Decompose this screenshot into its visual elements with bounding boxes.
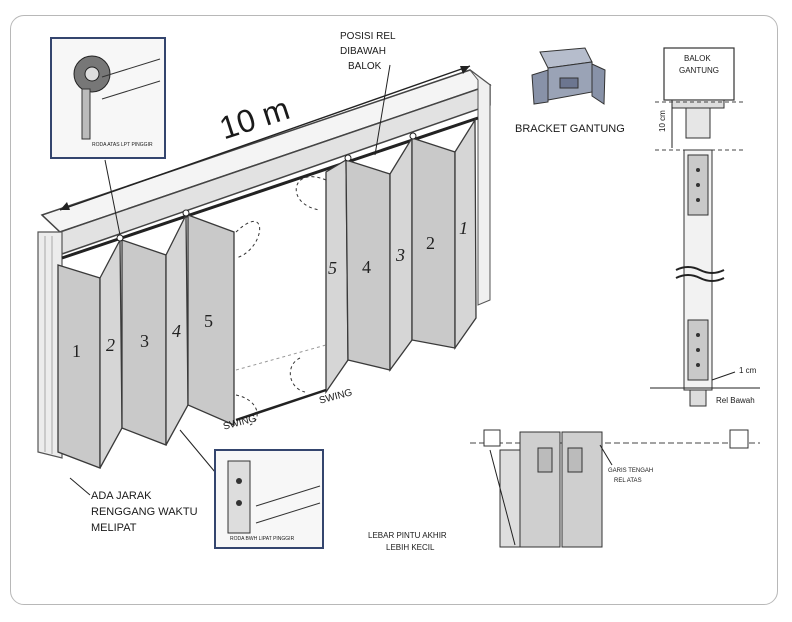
left-panel-stack (57, 209, 235, 469)
panel-right-5: 5 (328, 258, 337, 278)
panel-left-5: 5 (204, 311, 213, 331)
bracket-drawing (531, 47, 606, 105)
last-door-note-line-2: LEBIH KECIL (386, 543, 435, 552)
center-line-note-2: REL ATAS (614, 478, 642, 484)
panel-left-1: 1 (72, 341, 81, 361)
last-door-note-line-1: LEBAR PINTU AKHIR (368, 531, 447, 540)
panel-right-2: 2 (426, 233, 435, 253)
top-roller-drawing (73, 55, 161, 140)
swing-arc-right (295, 176, 327, 211)
panel-right-1: 1 (459, 218, 468, 238)
floor-line (235, 388, 327, 422)
right-panel-stack (325, 117, 477, 395)
one-cm-label: 1 cm (739, 366, 757, 375)
swing-arc-left (235, 220, 261, 259)
gap-note-line-2: RENGGANG WAKTU (91, 506, 198, 518)
balok-line-2: GANTUNG (679, 66, 719, 75)
ceiling-beam (40, 69, 492, 306)
dimension-arrow (59, 65, 471, 211)
gap-note-line-3: MELIPAT (91, 522, 137, 534)
bottom-roller-inset: RODA BWH LIPAT PINGGIR (214, 449, 324, 549)
center-line-note-1: GARIS TENGAH (608, 468, 654, 474)
panel-left-3: 3 (140, 331, 149, 351)
ten-cm-label: 10 cm (658, 110, 667, 132)
rail-position-line-2: DIBAWAH (340, 46, 386, 57)
panel-left-4: 4 (172, 321, 181, 341)
rel-bawah-label: Rel Bawah (716, 396, 755, 405)
gap-note-line-1: ADA JARAK (91, 490, 152, 502)
top-rail (61, 116, 479, 260)
balok-line-1: BALOK (684, 54, 711, 63)
plan-drawing (470, 429, 760, 548)
top-roller-label: RODA ATAS LPT PINGGIR (92, 142, 153, 148)
panel-right-4: 4 (362, 257, 371, 277)
panel-right-3: 3 (396, 245, 405, 265)
panel-left-2: 2 (106, 335, 115, 355)
left-wall (37, 231, 63, 459)
rail-position-line-3: BALOK (348, 61, 382, 72)
bracket-label: BRACKET GANTUNG (515, 123, 625, 135)
section-drawing (650, 47, 760, 407)
top-roller-inset: RODA ATAS LPT PINGGIR (50, 37, 166, 159)
bottom-roller-label: RODA BWH LIPAT PINGGIR (230, 536, 295, 542)
rail-position-line-1: POSISI REL (340, 31, 396, 42)
bottom-roller-drawing (227, 460, 321, 534)
